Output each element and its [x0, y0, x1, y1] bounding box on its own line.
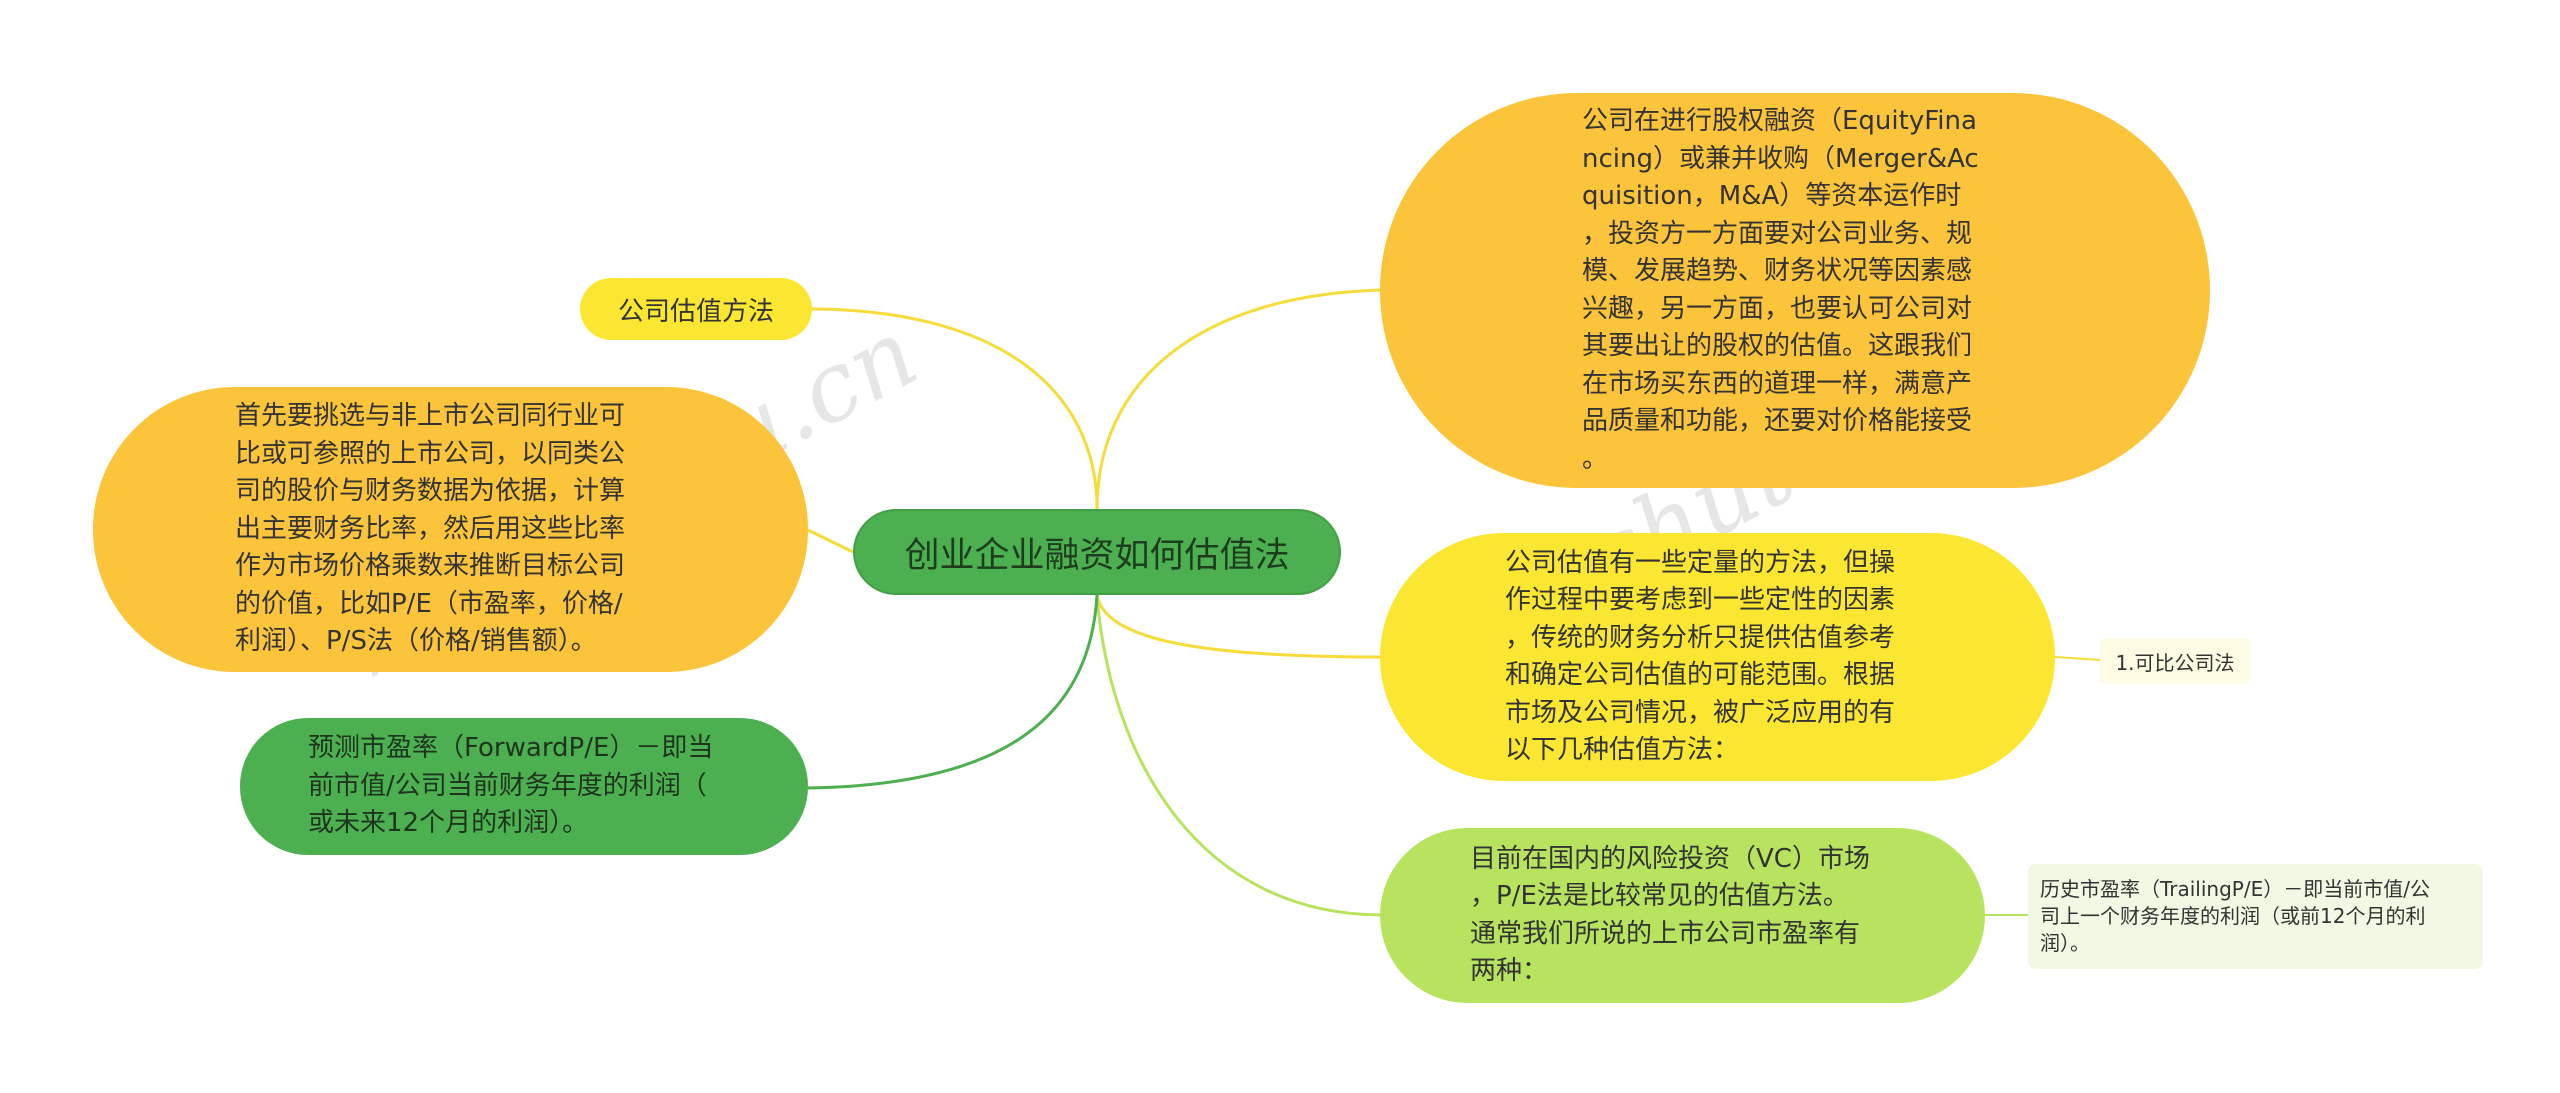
central-topic[interactable]: 创业企业融资如何估值法	[853, 509, 1341, 595]
topic-pe-method-text: 目前在国内的风险投资（VC）市场 ，P/E法是比较常见的估值方法。 通常我们所说…	[1470, 843, 1870, 987]
subtopic-comparable-company-label: 1.可比公司法	[2115, 650, 2235, 675]
topic-comparable-analysis-text: 首先要挑选与非上市公司同行业可 比或可参照的上市公司，以同类公 司的股价与财务数…	[235, 401, 626, 657]
subtopic-trailing-pe-text: 历史市盈率（TrailingP/E）－即当前市值/公 司上一个财务年度的利润（或…	[2040, 877, 2430, 955]
topic-company-valuation-method[interactable]: 公司估值方法	[580, 278, 812, 340]
topic-valuation-methods-intro-text: 公司估值有一些定量的方法，但操 作过程中要考虑到一些定性的因素 ，传统的财务分析…	[1505, 547, 1896, 766]
topic-comparable-analysis[interactable]: 首先要挑选与非上市公司同行业可 比或可参照的上市公司，以同类公 司的股价与财务数…	[93, 387, 808, 672]
link-center-to-top	[1095, 288, 1383, 510]
topic-valuation-methods-intro[interactable]: 公司估值有一些定量的方法，但操 作过程中要考虑到一些定性的因素 ，传统的财务分析…	[1380, 533, 2055, 781]
subtopic-comparable-company[interactable]: 1.可比公司法	[2100, 638, 2250, 684]
link-middle-to-tag	[2054, 656, 2101, 661]
link-center-to-low	[1095, 594, 1383, 917]
topic-pe-method[interactable]: 目前在国内的风险投资（VC）市场 ，P/E法是比较常见的估值方法。 通常我们所说…	[1380, 828, 1985, 1003]
subtopic-trailing-pe[interactable]: 历史市盈率（TrailingP/E）－即当前市值/公 司上一个财务年度的利润（或…	[2028, 864, 2483, 969]
topic-forward-pe[interactable]: 预测市盈率（ForwardP/E）－即当 前市值/公司当前财务年度的利润（ 或未…	[240, 718, 808, 855]
link-center-to-method	[811, 307, 1099, 510]
central-topic-label: 创业企业融资如何估值法	[904, 535, 1290, 576]
topic-equity-financing-text: 公司在进行股权融资（EquityFina ncing）或兼并收购（Merger&…	[1582, 106, 1979, 474]
topic-company-valuation-method-label: 公司估值方法	[617, 296, 774, 327]
link-center-to-forward	[807, 594, 1099, 790]
topic-forward-pe-text: 预测市盈率（ForwardP/E）－即当 前市值/公司当前财务年度的利润（ 或未…	[308, 733, 714, 839]
link-center-to-comparable	[807, 528, 854, 554]
link-center-to-middle	[1095, 594, 1383, 659]
topic-equity-financing[interactable]: 公司在进行股权融资（EquityFina ncing）或兼并收购（Merger&…	[1380, 93, 2210, 488]
